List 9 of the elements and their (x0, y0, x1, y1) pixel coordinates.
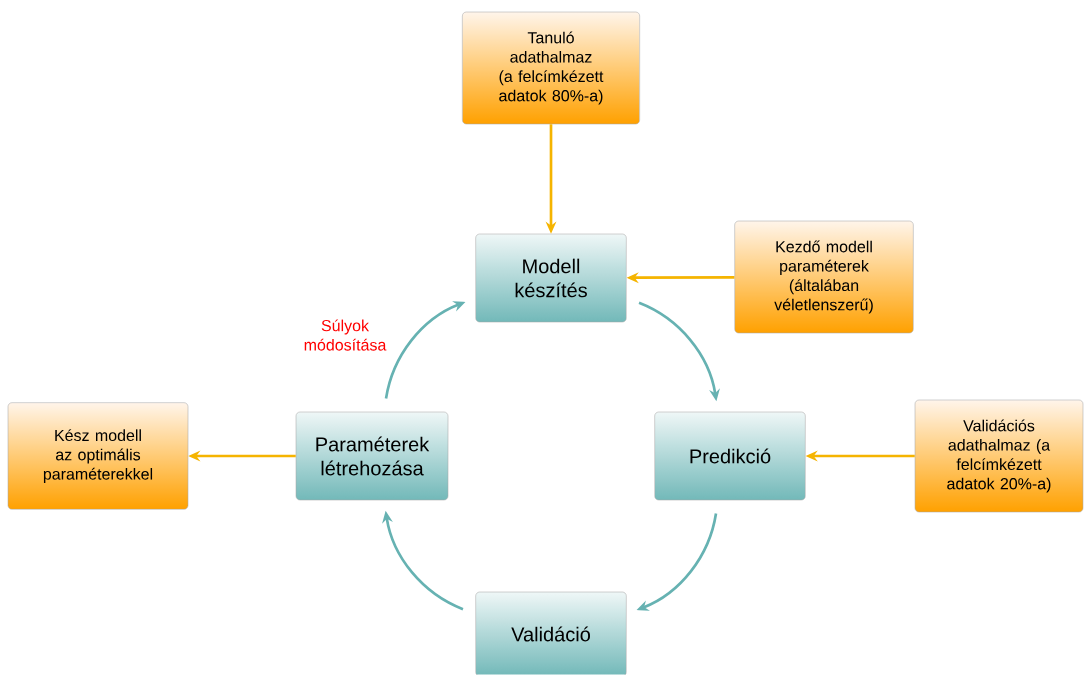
data-box: Kezdő modell paraméterek (általában véletlenszerű) (734, 220, 914, 334)
process-box: Validáció (475, 591, 627, 675)
data-box: Validációs adathalmaz (a felcímkézett adatok 20%-a) (914, 399, 1084, 513)
process-box: Modell készítés (475, 233, 627, 323)
edge-label: Súlyok módosítása (304, 319, 387, 351)
data-box: Kész modell az optimális paraméterekkel (7, 402, 189, 510)
process-box: Predikció (654, 411, 806, 501)
data-box: Tanuló adathalmaz (a felcímkézett adatok 80%-a) (462, 11, 640, 125)
process-box: Paraméterek létrehozása (295, 411, 449, 501)
